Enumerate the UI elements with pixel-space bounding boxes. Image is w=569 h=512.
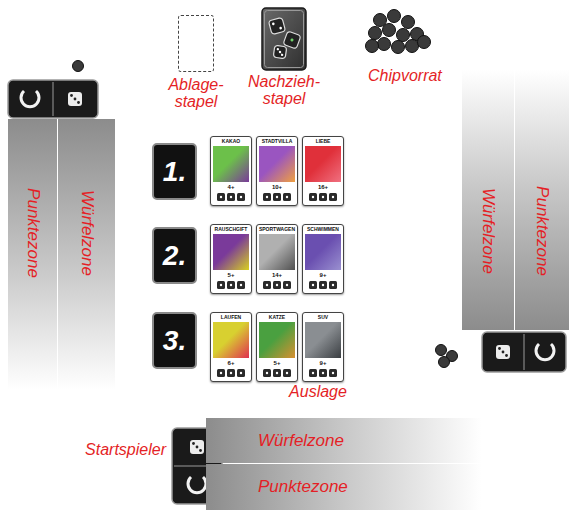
card-dice <box>262 280 292 290</box>
node-pile-deck: Nachzieh- stapel <box>262 8 306 70</box>
zone-label: Würfelzone <box>78 190 96 276</box>
card-picture <box>305 322 341 358</box>
card-picture <box>305 146 341 182</box>
card-picture <box>305 234 341 270</box>
card-dice <box>262 368 292 378</box>
chip-pile <box>366 10 431 54</box>
card-picture <box>213 146 249 182</box>
node-card: SUV 9+ <box>302 312 344 382</box>
node-band: Punktezone <box>206 464 482 510</box>
pile-label: Nachzieh- stapel <box>248 74 320 108</box>
card-title: SUV <box>303 314 343 321</box>
card-value: 10+ <box>257 183 297 191</box>
card-value: 5+ <box>211 271 251 279</box>
pile-label: Ablage- stapel <box>168 77 223 111</box>
node-card: SPORTWAGEN 14+ <box>256 224 298 294</box>
zone-label: Würfelzone <box>479 188 497 274</box>
zone-label: Würfelzone <box>258 432 344 450</box>
zone-label: Punktezone <box>258 478 348 496</box>
card-picture <box>213 234 249 270</box>
card-value: 6+ <box>211 359 251 367</box>
card-value: 9+ <box>303 359 343 367</box>
card-dice <box>216 192 246 202</box>
player-tile <box>8 80 98 118</box>
card-title: KATZE <box>257 314 297 321</box>
node-card: SCHWIMMEN 9+ <box>302 224 344 294</box>
area-label: Chipvorrat <box>368 68 442 85</box>
card-value: 14+ <box>257 271 297 279</box>
card-dice <box>308 192 338 202</box>
row-number: 2. <box>163 242 186 270</box>
player-tile <box>482 332 566 372</box>
node-card: KAKAO 4+ <box>210 136 252 206</box>
card-title: SCHWIMMEN <box>303 226 343 233</box>
card-title: STADTVILLA <box>257 138 297 145</box>
row-number: 1. <box>163 158 186 186</box>
card-value: 5+ <box>257 359 297 367</box>
row-number: 3. <box>163 327 186 355</box>
node-card: LAUFEN 6+ <box>210 312 252 382</box>
node-band: Würfelzone <box>206 418 482 463</box>
card-title: LIEBE <box>303 138 343 145</box>
card-title: KAKAO <box>211 138 251 145</box>
node-card: RAUSCHGIFT 5+ <box>210 224 252 294</box>
area-label: Startspieler <box>85 442 166 459</box>
node-band: Punktezone <box>8 119 57 390</box>
draw-pile-card <box>262 8 306 70</box>
card-value: 4+ <box>211 183 251 191</box>
zone-label: Punktezone <box>533 186 551 276</box>
node-card: KATZE 5+ <box>256 312 298 382</box>
node-pile-empty: Ablage- stapel <box>178 15 214 72</box>
card-picture <box>259 146 295 182</box>
node-num: 1. <box>152 143 197 200</box>
card-value: 16+ <box>303 183 343 191</box>
node-band: Würfelzone <box>58 119 115 390</box>
zone-label: Punktezone <box>24 188 42 278</box>
card-dice <box>308 280 338 290</box>
card-dice <box>262 192 292 202</box>
chip <box>73 61 458 368</box>
node-num: 3. <box>152 312 197 369</box>
card-title: RAUSCHGIFT <box>211 226 251 233</box>
card-title: LAUFEN <box>211 314 251 321</box>
card-dice <box>308 368 338 378</box>
node-num: 2. <box>152 227 197 284</box>
node-band: Punktezone <box>515 70 569 330</box>
card-picture <box>259 322 295 358</box>
area-label: Auslage <box>289 384 347 401</box>
card-title: SPORTWAGEN <box>257 226 297 233</box>
node-band: Würfelzone <box>462 70 514 330</box>
card-value: 9+ <box>303 271 343 279</box>
node-card: LIEBE 16+ <box>302 136 344 206</box>
card-dice <box>216 280 246 290</box>
node-card: STADTVILLA 10+ <box>256 136 298 206</box>
card-dice <box>216 368 246 378</box>
card-picture <box>259 234 295 270</box>
card-picture <box>213 322 249 358</box>
